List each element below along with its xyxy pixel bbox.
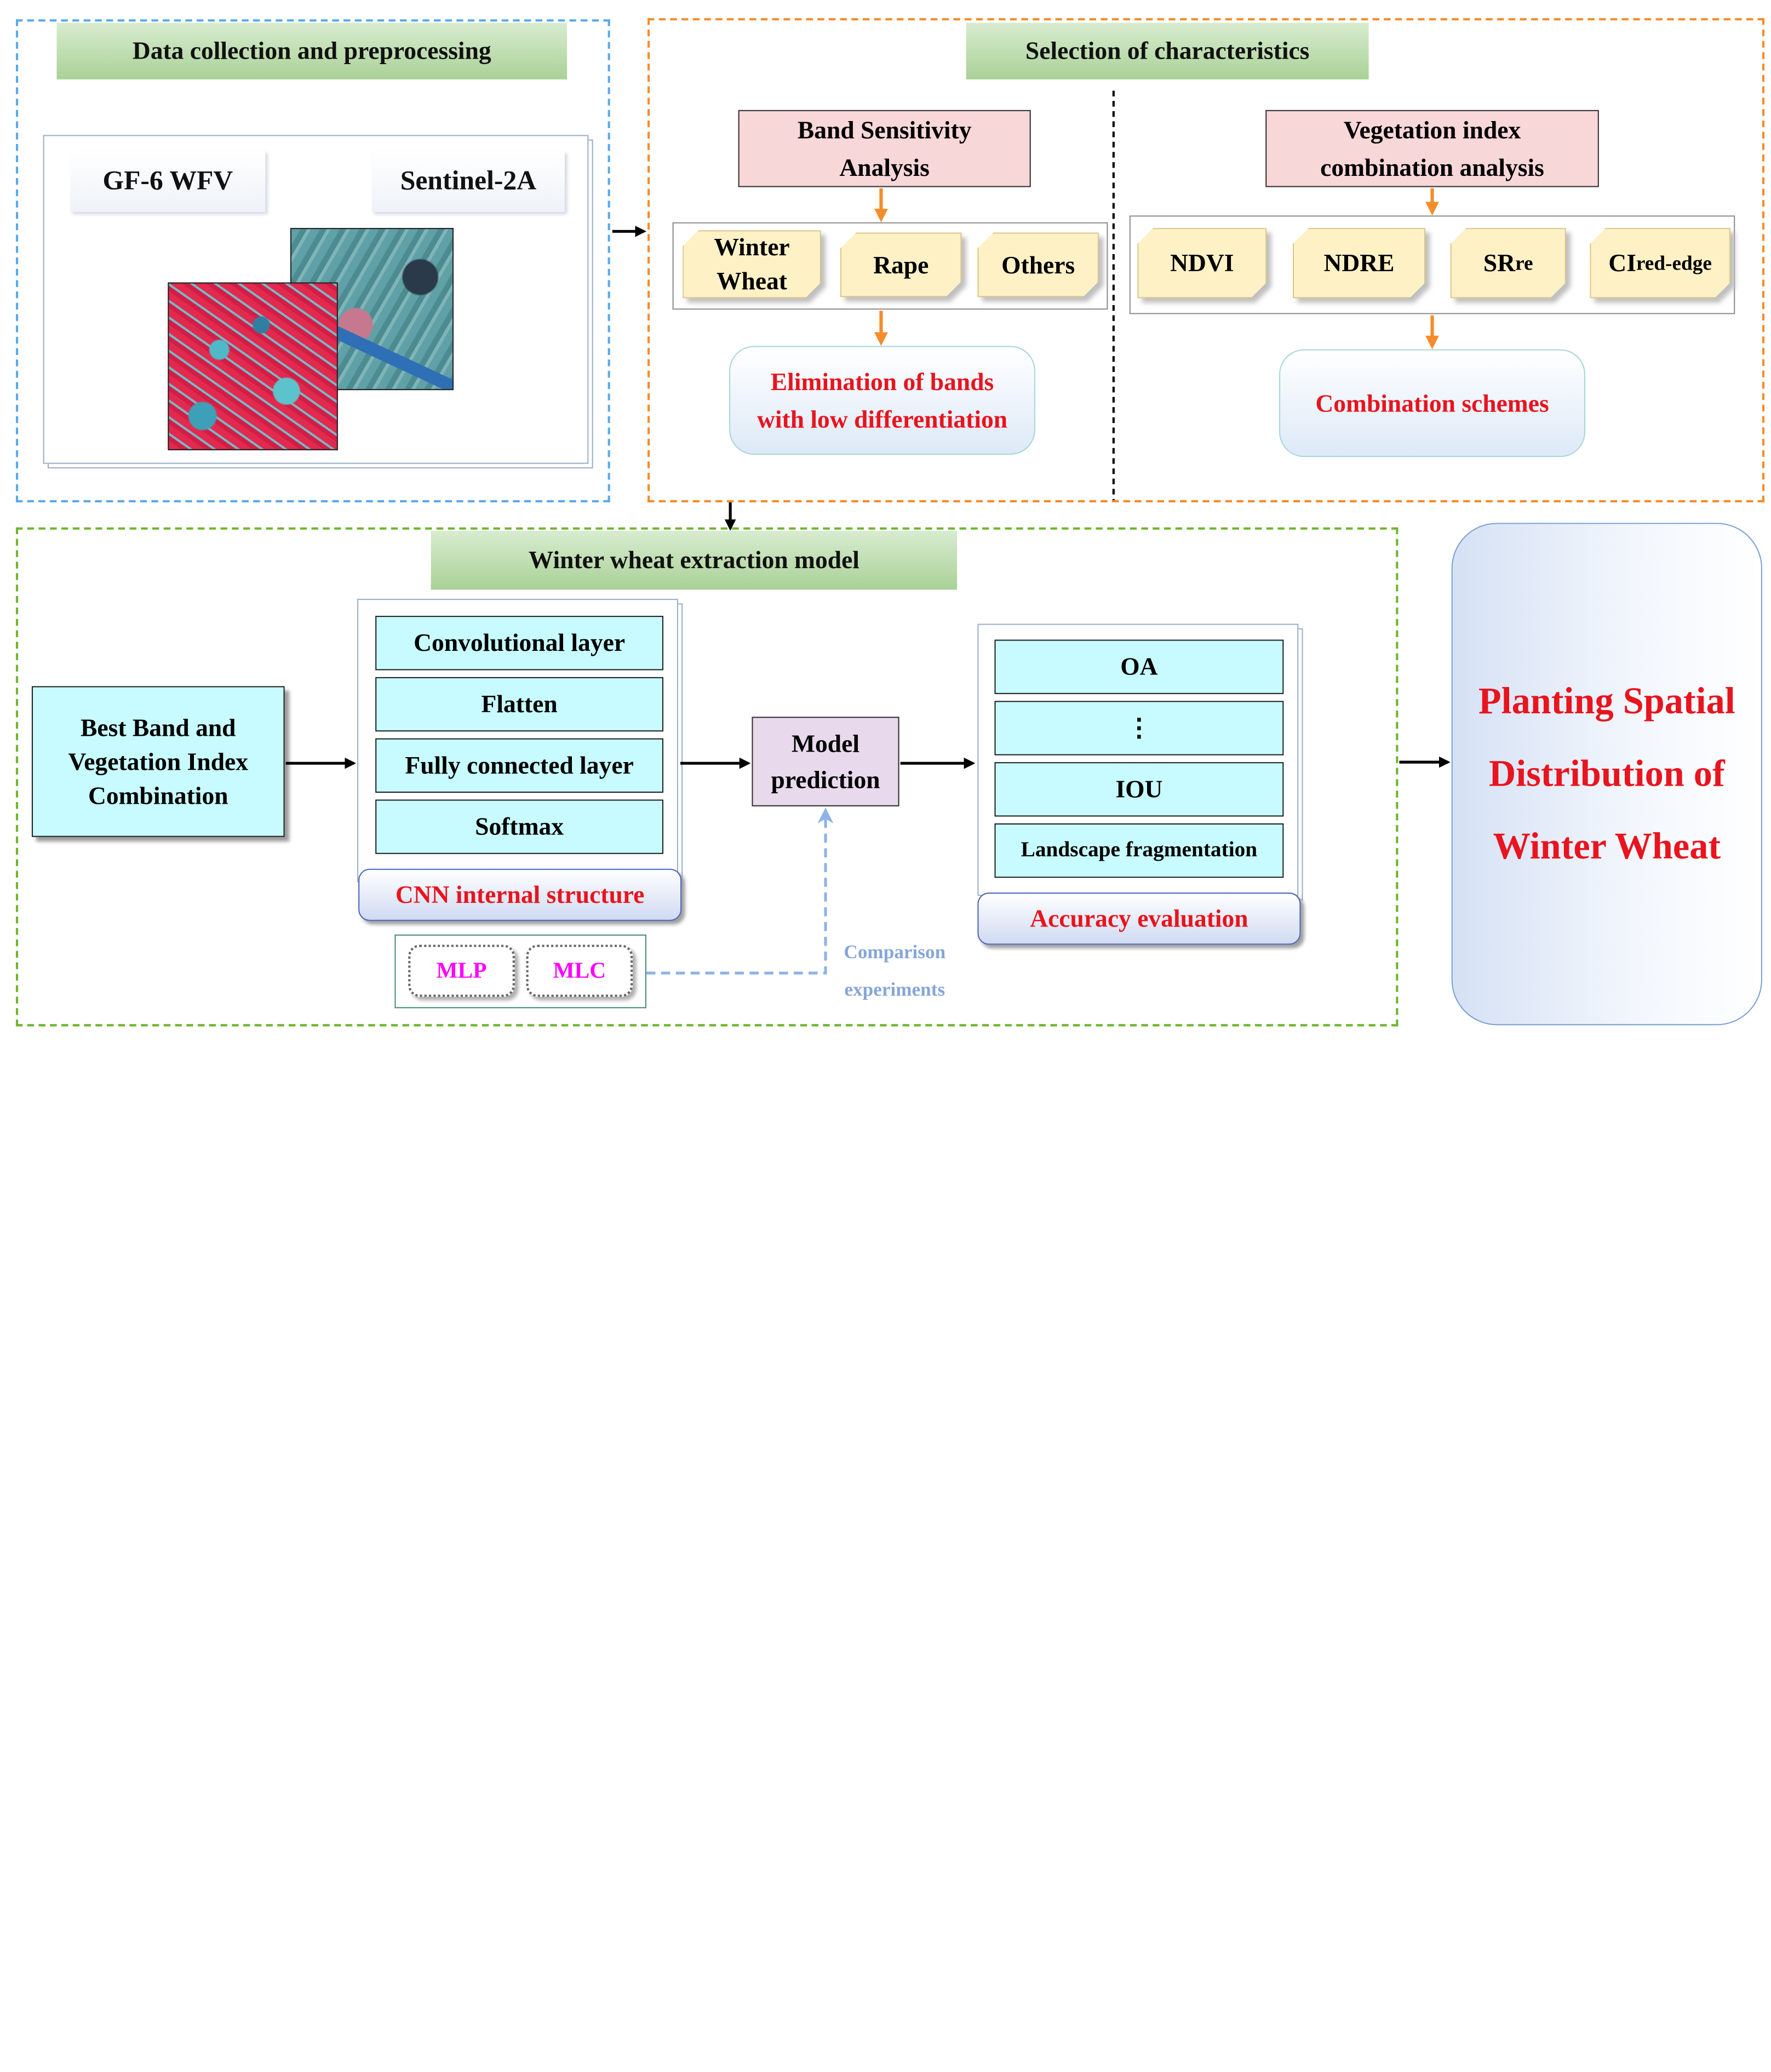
model-prediction-box: Model prediction [752, 717, 899, 806]
class-rape: Rape [840, 232, 962, 297]
comparison-experiments-label: Comparison experiments [831, 935, 958, 1007]
class-winter-wheat-line2: Wheat [716, 266, 787, 295]
comparison-line2: experiments [844, 978, 945, 1000]
index-ci-base: CI [1608, 248, 1636, 277]
comparison-models-frame [394, 934, 646, 1009]
band-elimination-line1: Elimination of bands [770, 367, 994, 396]
class-others: Others [977, 232, 1099, 297]
comparison-line1: Comparison [844, 941, 946, 963]
model-prediction-line1: Model [792, 729, 860, 757]
class-winter-wheat-wrap: Winter Wheat [683, 230, 821, 298]
accuracy-oa: OA [994, 639, 1284, 694]
accuracy-ellipsis: ⋮ [994, 701, 1284, 755]
accuracy-evaluation-label: Accuracy evaluation [977, 892, 1301, 945]
index-ci-sub: red-edge [1636, 251, 1712, 274]
model-input-box: Best Band and Vegetation Index Combinati… [31, 686, 285, 837]
band-sensitivity-line1: Band Sensitivity [797, 116, 972, 144]
combination-schemes-result: Combination schemes [1279, 349, 1585, 457]
output-box: Planting Spatial Distribution of Winter … [1451, 523, 1762, 1026]
sensor-gf6-label: GF-6 WFV [70, 151, 266, 213]
class-winter-wheat: Winter Wheat [683, 230, 821, 298]
comparison-mlp: MLP [408, 945, 515, 997]
output-line1: Planting Spatial [1478, 681, 1735, 722]
model-input-line3: Combination [88, 781, 228, 810]
class-rape-wrap: Rape [840, 232, 962, 297]
accuracy-iou: IOU [994, 762, 1284, 817]
band-elimination-line2: with low differentiation [756, 405, 1008, 433]
gf6-image [168, 282, 338, 450]
sensor-sentinel-label: Sentinel-2A [371, 151, 565, 213]
vegetation-index-line1: Vegetation index [1343, 116, 1521, 144]
model-input-line1: Best Band and [81, 713, 236, 741]
index-ndvi-label: NDVI [1170, 248, 1234, 277]
cnn-fully-connected-layer: Fully connected layer [375, 738, 664, 793]
model-input-line2: Vegetation Index [68, 747, 249, 775]
model-title: Winter wheat extraction model [431, 530, 958, 590]
band-elimination-result: Elimination of bands with low differenti… [729, 346, 1036, 455]
index-ndvi-wrap: NDVI [1137, 228, 1266, 298]
cnn-convolutional-layer: Convolutional layer [375, 616, 664, 671]
index-ndre-wrap: NDRE [1293, 228, 1425, 298]
vegetation-index-line2: combination analysis [1320, 153, 1544, 182]
model-frame [15, 527, 1399, 1027]
selection-frame [647, 18, 1765, 503]
band-sensitivity-box: Band Sensitivity Analysis [738, 110, 1031, 187]
index-srre-sub: re [1515, 251, 1533, 274]
cnn-flatten-layer: Flatten [375, 677, 664, 732]
cnn-softmax-layer: Softmax [375, 799, 664, 854]
output-line3: Winter Wheat [1493, 826, 1721, 867]
data-collection-frame [15, 19, 610, 503]
cnn-structure-label: CNN internal structure [358, 868, 682, 921]
index-row-frame [1129, 215, 1735, 314]
index-ndre: NDRE [1293, 228, 1425, 298]
class-winter-wheat-line1: Winter [714, 232, 790, 261]
index-srre-base: SR [1483, 248, 1516, 277]
band-sensitivity-line2: Analysis [839, 153, 930, 182]
class-row-frame [672, 222, 1108, 310]
selection-title: Selection of characteristics [966, 22, 1369, 79]
model-prediction-line2: prediction [771, 765, 880, 794]
output-line2: Distribution of [1488, 753, 1725, 795]
class-others-wrap: Others [977, 232, 1099, 297]
comparison-mlc: MLC [526, 945, 633, 997]
index-ndre-label: NDRE [1323, 248, 1395, 277]
index-ndvi: NDVI [1137, 228, 1266, 298]
vegetation-index-box: Vegetation index combination analysis [1265, 110, 1599, 187]
accuracy-landscape-fragmentation: Landscape fragmentation [994, 823, 1284, 878]
data-collection-title: Data collection and preprocessing [56, 22, 568, 79]
